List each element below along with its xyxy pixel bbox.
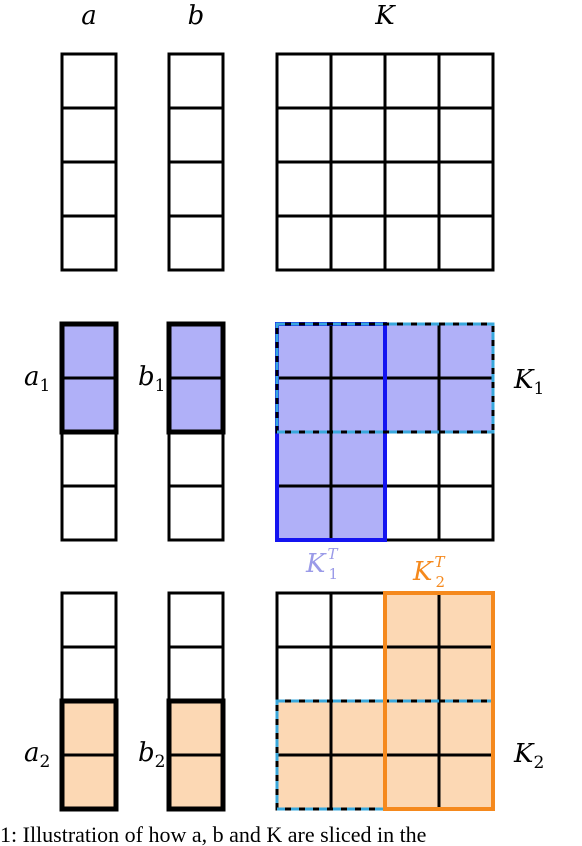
vector-a-cell [60, 214, 118, 272]
vector-a1-cell [60, 430, 118, 488]
label-a2: a2 [24, 738, 50, 772]
row-original: a b K [60, 1, 495, 272]
vector-a-cell [60, 52, 118, 110]
label-b2: b2 [138, 738, 165, 772]
label-a: a [81, 1, 97, 31]
vector-a-grid [60, 52, 118, 272]
b2-slice-border [166, 698, 226, 812]
vector-b-cell [167, 160, 225, 218]
label-K: K [374, 1, 396, 31]
slice-1-highlights [59, 321, 495, 542]
vector-b2-cell [167, 645, 225, 703]
slice-2-highlights [59, 591, 495, 812]
matrix-K1-cell [437, 430, 495, 488]
matrix-K-cell [383, 52, 441, 110]
figure-caption: 1: Illustration of how a, b and K are sl… [0, 822, 426, 846]
matrix-K-cell [329, 214, 387, 272]
vector-b1-cell [167, 430, 225, 488]
matrix-K2-cell [329, 645, 387, 703]
matrix-K-cell [275, 52, 333, 110]
vector-a1-cell [60, 484, 118, 542]
matrix-K-cell [383, 214, 441, 272]
matrix-K2-cell [275, 591, 333, 649]
vector-b1-cell [167, 484, 225, 542]
a1-slice-border [59, 321, 119, 435]
label-a1: a1 [24, 362, 50, 396]
matrix-K-cell [329, 106, 387, 164]
matrix-K-cell [329, 52, 387, 110]
matrix-K-cell [437, 214, 495, 272]
matrix-K-cell [383, 160, 441, 218]
matrix-K-cell [437, 160, 495, 218]
matrix-K1-cell [437, 484, 495, 542]
vector-a-cell [60, 160, 118, 218]
b1-slice-border [166, 321, 226, 435]
matrix-K-grid [275, 52, 495, 272]
matrix-K-cell [275, 160, 333, 218]
vector-b-grid [167, 52, 225, 272]
label-b1: b1 [138, 362, 165, 396]
vector-b-cell [167, 106, 225, 164]
matrix-K-cell [437, 106, 495, 164]
vector-a2-cell [60, 591, 118, 649]
label-K2: K2 [513, 739, 544, 773]
vector-a-cell [60, 106, 118, 164]
matrix-K1-cell [383, 430, 441, 488]
matrix-K-cell [329, 160, 387, 218]
label-K1: K1 [513, 365, 544, 399]
vector-b2-cell [167, 591, 225, 649]
label-b: b [188, 1, 205, 31]
matrix-K-cell [275, 106, 333, 164]
K1-dashed-outline [275, 322, 495, 434]
vector-a2-cell [60, 645, 118, 703]
matrix-K2-cell [329, 591, 387, 649]
vector-b-cell [167, 214, 225, 272]
matrix-K-cell [437, 52, 495, 110]
matrix-K-cell [275, 214, 333, 272]
matrix-K2-cell [275, 645, 333, 703]
matrix-K1-cell [383, 484, 441, 542]
vector-b-cell [167, 52, 225, 110]
a2-slice-border [59, 698, 119, 812]
matrix-K-cell [383, 106, 441, 164]
K2T-outline [383, 591, 495, 811]
